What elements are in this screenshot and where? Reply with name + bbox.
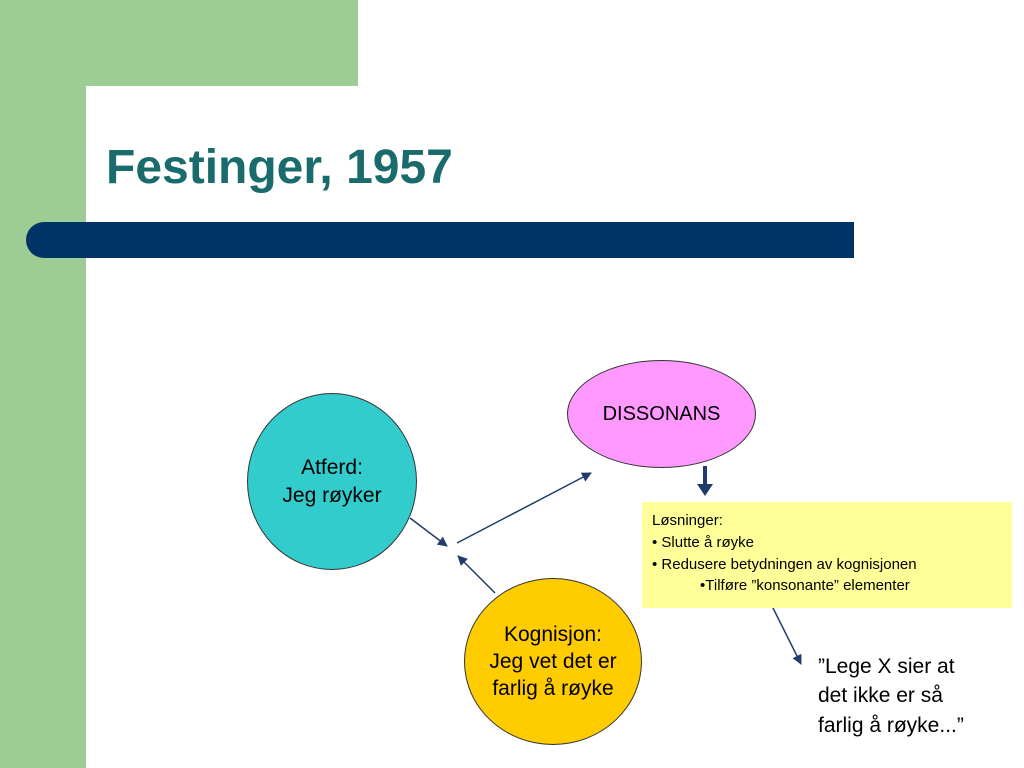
atferd-node: Atferd: Jeg røyker: [247, 393, 417, 570]
dissonans-label: DISSONANS: [602, 403, 721, 425]
arrow-junction-to-dissonans: [456, 472, 592, 544]
content-corner: [86, 86, 206, 206]
kognisjon-node: Kognisjon: Jeg vet det er farlig å røyke: [464, 578, 642, 745]
atferd-label: Atferd: Jeg røyker: [282, 456, 382, 507]
title-underline-bar: [26, 222, 854, 258]
arrow-atferd-to-junction: [409, 517, 448, 547]
arrow-dissonans-to-losninger-head: [697, 484, 713, 496]
slide-title: Festinger, 1957: [106, 141, 453, 194]
kognisjon-label: Kognisjon: Jeg vet det er farlig å røyke: [489, 622, 617, 701]
losninger-box: Løsninger: • Slutte å røyke • Redusere b…: [642, 502, 1012, 608]
arrow-losninger-to-quote: [771, 605, 802, 665]
losninger-subitem: •Tilføre ”konsonante” elementer: [700, 577, 910, 595]
arrow-kognisjon-to-junction: [457, 555, 496, 594]
dissonans-node: DISSONANS: [567, 360, 756, 468]
green-left-band: [0, 0, 86, 768]
losninger-item: • Redusere betydningen av kognisjonen: [652, 555, 917, 573]
doctor-quote: ”Lege X sier at det ikke er så farlig å …: [818, 655, 964, 737]
losninger-item: • Slutte å røyke: [652, 533, 754, 551]
losninger-heading: Løsninger:: [652, 512, 723, 529]
